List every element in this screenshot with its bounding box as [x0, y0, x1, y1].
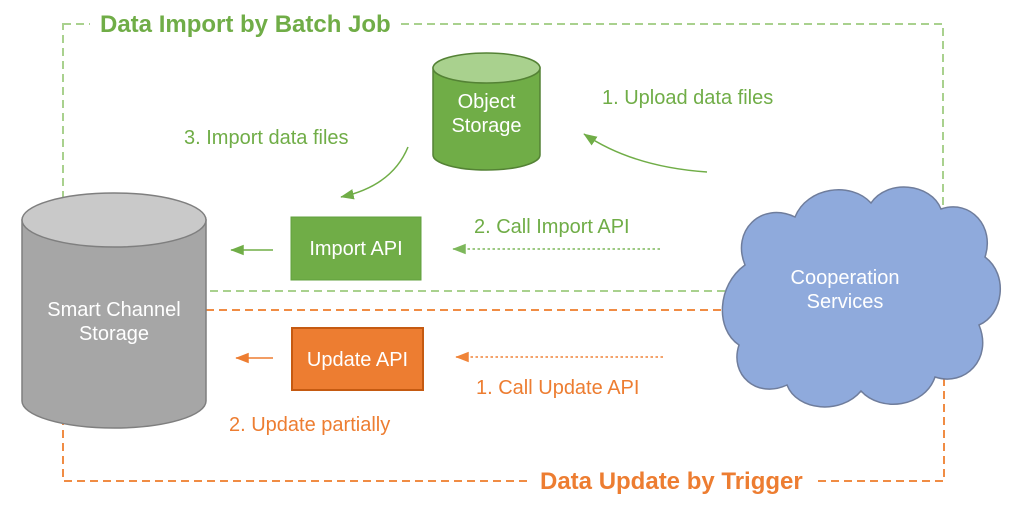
smart-channel-storage-cylinder [21, 192, 207, 429]
import-api-box [290, 216, 422, 281]
upload-data-files-label: 1. Upload data files [602, 87, 774, 109]
smart-channel-storage-lid [21, 192, 207, 248]
object-storage-cylinder [432, 52, 541, 171]
object-storage-body [432, 67, 541, 171]
smart-channel-storage-label: Smart Channel Storage [47, 299, 181, 346]
batch-job-region-title: Data Import by Batch Job [90, 10, 401, 40]
arrow-import-data-files [340, 146, 409, 200]
smart-channel-storage-body [21, 219, 207, 429]
call-import-api-label: 2. Call Import API [474, 216, 630, 238]
import-data-files-label: 3. Import data files [184, 127, 349, 149]
object-storage-lid [432, 52, 541, 84]
update-partially-label: 2. Update partially [229, 414, 391, 436]
batch-job-region-border [62, 23, 944, 292]
cooperation-services-cloud [721, 186, 1001, 408]
import-api-label: Import API [309, 238, 403, 260]
trigger-region-title: Data Update by Trigger [530, 467, 813, 497]
update-api-box [291, 327, 424, 391]
call-update-api-label: 1. Call Update API [476, 377, 640, 399]
arrow-upload-data-files [583, 133, 708, 173]
cooperation-services-label: Cooperation Services [790, 267, 900, 314]
update-api-label: Update API [306, 349, 409, 371]
object-storage-label: Object Storage [451, 91, 522, 138]
cloud-shape [721, 186, 1001, 408]
